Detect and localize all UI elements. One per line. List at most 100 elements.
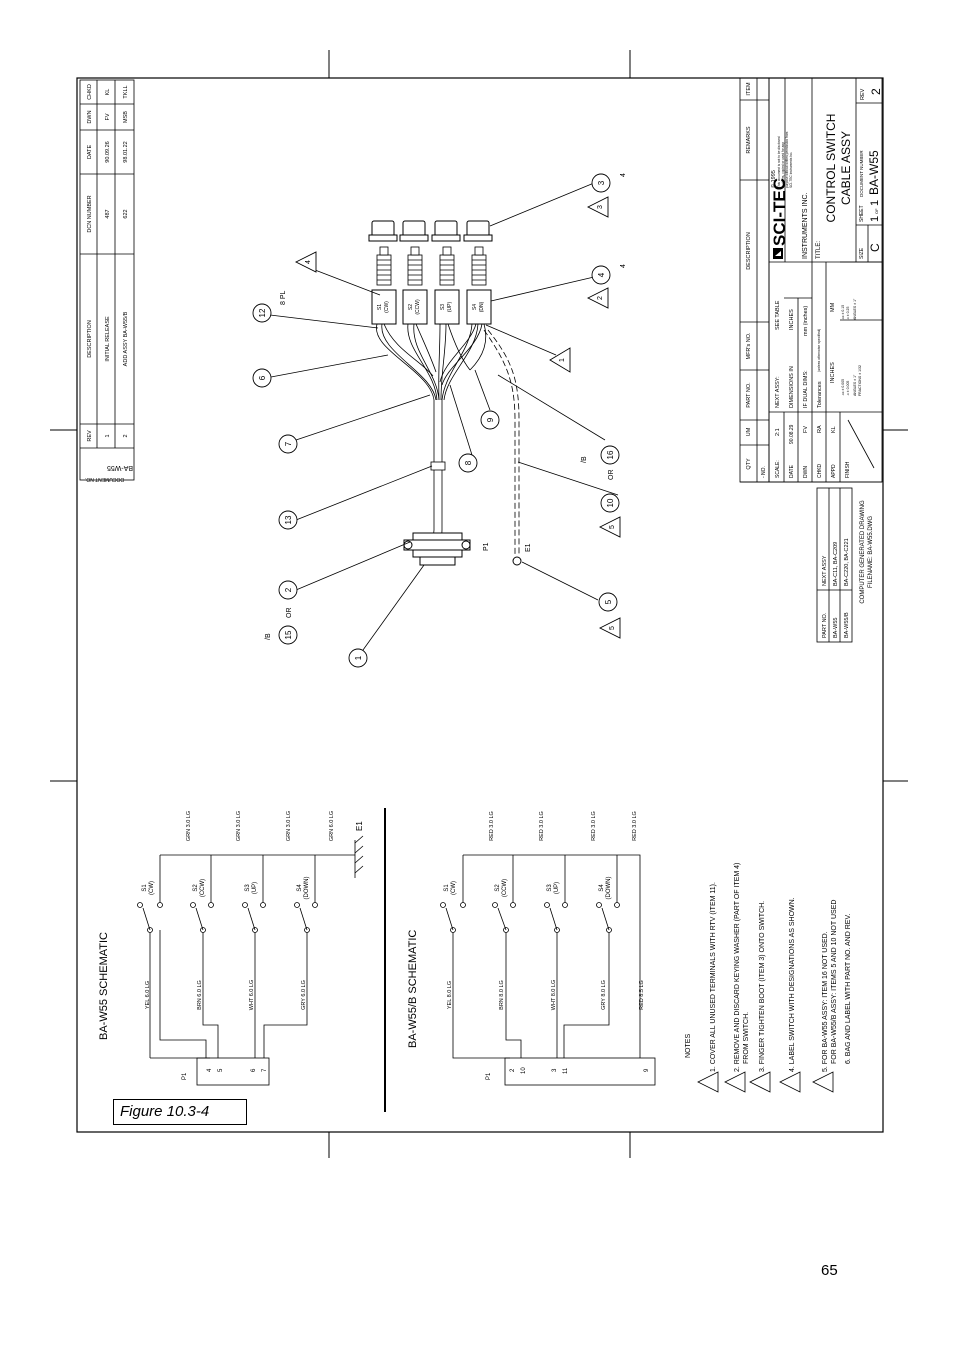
- balloon-7: 7: [284, 441, 293, 446]
- schematic-2-pin-9: 9: [644, 1068, 650, 1072]
- schematic-1-s3: S3: [245, 884, 251, 892]
- tb-size: C: [868, 243, 882, 252]
- rev-row-2-date: 98.01.22: [123, 141, 129, 162]
- schematic-2-connector-label: P1: [486, 1072, 492, 1080]
- schematic-1-wire-in-1: YEL 6.0 LG: [145, 981, 151, 1009]
- rev-row-2-rev: 2: [123, 434, 129, 437]
- triangle-3: 3: [597, 205, 604, 209]
- assy-switch-s4: S4: [472, 304, 478, 310]
- schematic-1-wire-out-4: GRN 6.0 LG: [329, 811, 335, 841]
- schematic-2-extra-wire: RED 8.5 LG: [639, 980, 645, 1010]
- tb-size-label: SIZE: [859, 247, 865, 259]
- balloon-3: 3: [597, 180, 606, 185]
- sci-tec-logo-icon: [773, 248, 783, 259]
- tb-dwn: FV: [803, 426, 809, 433]
- rev-row-2-description: ADD ASSY BA-W55/B: [123, 311, 129, 366]
- schematic-1-title: BA-W55 SCHEMATIC: [98, 932, 110, 1040]
- assy-slash-b-1: /B: [265, 633, 272, 640]
- assembly-drawing: S1 (CW) S2 (CCW) S3 (UP) S4 (DN): [252, 173, 627, 668]
- schematic-1-connector-label: P1: [182, 1072, 188, 1080]
- tb-tol-in-3: ANGLES ± 1°: [853, 374, 857, 396]
- schematic-1-pin-5: 5: [218, 1068, 224, 1072]
- schematic-2-wire-in-3: WHT 8.0 LG: [551, 980, 557, 1010]
- assy-switch-s4-dir: (DN): [479, 301, 485, 312]
- tb-sheet-total: 1: [869, 200, 881, 206]
- tb-chkd-label: CHKD: [817, 463, 823, 478]
- schematic-1-pin-7: 7: [262, 1068, 268, 1072]
- bom-header-item: ITEM: [746, 82, 752, 96]
- registration-ticks: [50, 50, 908, 1158]
- rev-row-1-chkd: KL: [105, 89, 111, 96]
- note-4: 4. LABEL SWITCH WITH DESIGNATIONS AS SHO…: [789, 897, 796, 1072]
- part-table-row-1-nextassy: BA-C11, BA-C209: [833, 542, 839, 586]
- title-block: QTY UM PART NO. MFR's NO. DESCRIPTION RE…: [739, 77, 883, 483]
- schematic-1-s3-dir: (UP): [252, 882, 258, 894]
- part-table-footer-2: FILENAME: BA-W55.DWG: [868, 516, 874, 588]
- assy-or-1: OR: [286, 608, 293, 619]
- schematic-2-wires: [452, 854, 641, 1059]
- notes-heading: NOTES: [685, 1034, 692, 1058]
- rev-header-dwn: DWN: [87, 110, 93, 123]
- assy-switch-s1: S1: [377, 304, 383, 310]
- schematic-2-switches: [440, 902, 620, 933]
- schematic-1-s2: S2: [193, 884, 199, 892]
- tb-next-assy: SEE TABLE: [775, 300, 781, 330]
- tb-rev-label: REV: [860, 88, 866, 100]
- connector-p1: [403, 532, 471, 566]
- switch-threads: [376, 246, 487, 286]
- tb-copy-1: This document is not to be disclosed: [777, 136, 781, 188]
- bom-header-mfr: MFR's NO.: [746, 332, 752, 359]
- schematic-1-switches: [137, 902, 318, 933]
- assy-switch-s3-dir: (UP): [447, 302, 453, 313]
- part-table-row-1-partno: BA-W55: [833, 618, 839, 638]
- rev-row-2-dwn: MSB: [123, 111, 129, 123]
- schematic-2-s3: S3: [547, 884, 553, 892]
- assy-note-4b: 4: [620, 264, 627, 268]
- balloon-10: 10: [606, 498, 615, 507]
- part-table-header-partno: PART NO.: [822, 612, 828, 638]
- schematic-2-wire-out-3: RED 3.0 LG: [591, 811, 597, 841]
- balloon-5: 5: [604, 599, 613, 604]
- schematic-2-pin-2: 2: [510, 1068, 516, 1072]
- schematic-2-wire-in-1: YEL 8.0 LG: [447, 981, 453, 1009]
- schematic-ba-w55b: BA-W55/B SCHEMATIC P1 2 10 3 11 9 S1 (CW…: [407, 811, 656, 1086]
- balloons: [252, 173, 620, 668]
- balloon-2: 2: [284, 587, 293, 592]
- leader-lines: [269, 182, 619, 651]
- rev-row-1-date: 90.09.26: [105, 141, 111, 162]
- tb-tol-mm-3: ANGLES ± 1°: [853, 298, 857, 320]
- figure-label: Figure 10.3-4: [120, 1103, 210, 1120]
- schematic-2-wire-in-2: BRN 8.0 LG: [499, 980, 505, 1010]
- schematic-1-s1: S1: [142, 884, 148, 892]
- schematic-2-wire-in-4: GRY 8.0 LG: [601, 980, 607, 1010]
- triangle-1: 1: [559, 358, 566, 362]
- tb-tol-label: Tolerances: [817, 381, 823, 408]
- tb-title-label: TITLE:: [816, 241, 822, 259]
- tb-appd-label: APPD: [831, 464, 837, 478]
- note-3: 3. FINGER TIGHTEN BOOT (ITEM 3) ONTO SWI…: [759, 901, 766, 1072]
- tb-copyright: © 1995: [770, 170, 777, 188]
- revision-block: DOCUMENT NO. BA-W55 REV DESCRIPTION DCN …: [79, 79, 135, 482]
- switch-boots: [368, 220, 493, 242]
- notes: NOTES 1. COVER ALL UNUSED TERMINALS WITH…: [685, 863, 852, 1093]
- triangle-5b: 5: [609, 626, 616, 630]
- tb-dual: mm (inches): [803, 306, 809, 336]
- rev-row-1-dwn: FV: [105, 113, 111, 120]
- balloon-9: 9: [486, 417, 495, 422]
- bom-header-remarks: REMARKS: [746, 126, 752, 154]
- tb-chkd: RA: [817, 425, 823, 433]
- assy-note-4a: 4: [620, 173, 627, 177]
- schematic-1-ground: E1: [355, 821, 364, 831]
- schematic-2-s4-dir: (DOWN): [606, 877, 612, 900]
- part-table-footer-1: COMPUTER GENERATED DRAWING: [860, 500, 866, 604]
- note-6: 6. BAG AND LABEL WITH PART NO. AND REV.: [845, 914, 852, 1064]
- balloon-12: 12: [258, 308, 267, 317]
- tb-date: 90.08.29: [789, 424, 795, 444]
- schematic-1-wire-in-2: BRN 6.0 LG: [197, 980, 203, 1010]
- part-table-row-2-nextassy: BA-C220, BA-C221: [844, 538, 850, 586]
- triangle-5a: 5: [609, 525, 616, 529]
- schematic-1-wire-out-1: GRN 3.0 LG: [186, 811, 192, 841]
- assy-slash-b-2: /B: [581, 456, 588, 463]
- tb-dims: INCHES: [789, 309, 795, 330]
- balloon-15: 15: [284, 630, 293, 639]
